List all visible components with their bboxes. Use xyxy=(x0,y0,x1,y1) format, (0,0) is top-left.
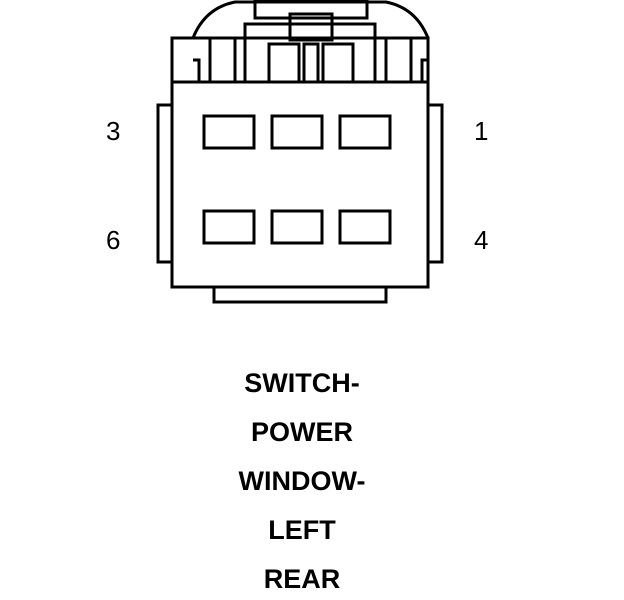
caption-line-left: LEFT xyxy=(268,515,336,545)
caption-line-rear: REAR xyxy=(263,564,341,594)
connector-lock-right xyxy=(384,38,428,82)
connector-latch-slot-left xyxy=(267,42,301,84)
pin-label-3: 3 xyxy=(106,116,121,146)
connector-latch-top xyxy=(253,0,369,20)
caption-line-switch: SWITCH- xyxy=(244,368,360,398)
connector-latch-frame xyxy=(243,22,377,82)
caption-line-power: POWER xyxy=(250,417,353,447)
pin-label-4: 4 xyxy=(474,225,489,255)
terminal-cavity-4 xyxy=(338,209,392,245)
connector-side-tab-left xyxy=(156,103,172,264)
connector-latch-slot-mid xyxy=(302,42,320,84)
connector-side-tab-right xyxy=(428,103,444,264)
connector-main-body xyxy=(170,80,430,289)
terminal-cavity-1 xyxy=(338,114,392,150)
pin-label-1: 1 xyxy=(474,116,489,146)
terminal-cavity-6 xyxy=(202,209,256,245)
terminal-cavity-3 xyxy=(202,114,256,150)
connector-latch-dome xyxy=(191,0,430,39)
connector-latch-slot-right xyxy=(321,42,355,84)
connector-latch-center xyxy=(288,12,334,42)
caption-line-window: WINDOW- xyxy=(238,466,366,496)
pin-label-6: 6 xyxy=(106,225,121,255)
connector-bottom-rail xyxy=(212,287,388,304)
connector-lock-left xyxy=(193,38,237,82)
terminal-cavity-5 xyxy=(270,209,324,245)
terminal-cavity-2 xyxy=(270,114,324,150)
